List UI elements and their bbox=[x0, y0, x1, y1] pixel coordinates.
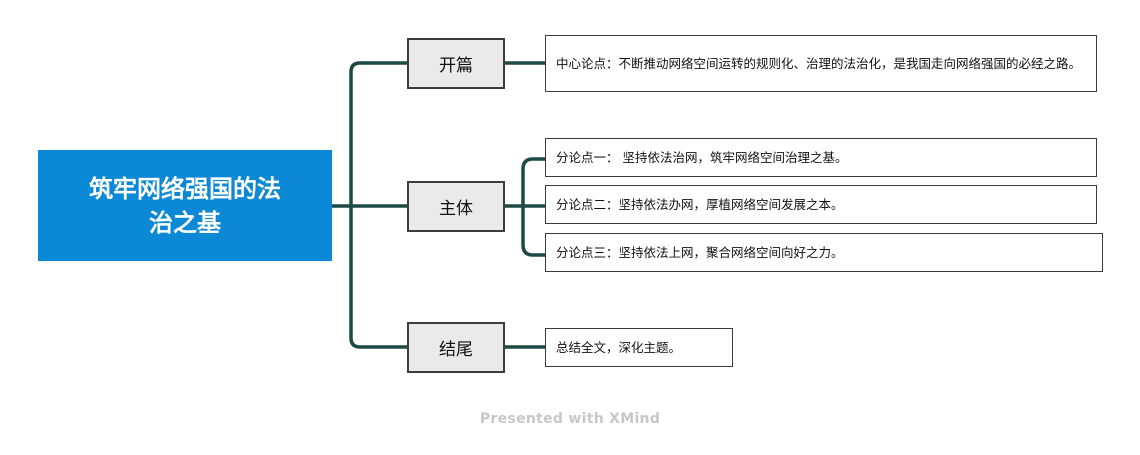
leaf-central-argument-text: 中心论点：不断推动网络空间运转的规则化、治理的法治化，是我国走向网络强国的必经之… bbox=[556, 56, 1082, 71]
leaf-conclusion-text: 总结全文，深化主题。 bbox=[556, 340, 682, 355]
leaf-sub-argument-2[interactable]: 分论点二：坚持依法办网，厚植网络空间发展之本。 bbox=[545, 185, 1097, 224]
branch-ending[interactable]: 结尾 bbox=[407, 322, 505, 373]
leaf-sub-argument-3-text: 分论点三：坚持依法上网，聚合网络空间向好之力。 bbox=[556, 245, 844, 260]
leaf-sub-argument-1[interactable]: 分论点一： 坚持依法治网，筑牢网络空间治理之基。 bbox=[545, 138, 1097, 177]
branch-body[interactable]: 主体 bbox=[407, 181, 505, 232]
leaf-central-argument[interactable]: 中心论点：不断推动网络空间运转的规则化、治理的法治化，是我国走向网络强国的必经之… bbox=[545, 35, 1097, 92]
branch-opening[interactable]: 开篇 bbox=[407, 38, 505, 89]
leaf-conclusion[interactable]: 总结全文，深化主题。 bbox=[545, 328, 733, 367]
leaf-sub-argument-2-text: 分论点二：坚持依法办网，厚植网络空间发展之本。 bbox=[556, 197, 844, 212]
leaf-sub-argument-3[interactable]: 分论点三：坚持依法上网，聚合网络空间向好之力。 bbox=[545, 233, 1103, 272]
leaf-sub-argument-1-text: 分论点一： 坚持依法治网，筑牢网络空间治理之基。 bbox=[556, 150, 848, 165]
root-topic[interactable]: 筑牢网络强国的法治之基 bbox=[38, 150, 332, 261]
footer-watermark: Presented with XMind bbox=[479, 411, 661, 427]
root-title: 筑牢网络强国的法治之基 bbox=[89, 174, 281, 237]
